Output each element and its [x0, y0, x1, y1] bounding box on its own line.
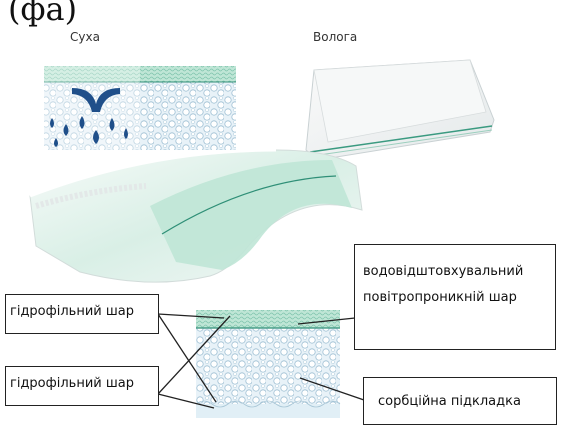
- dry-cross-section-image: [44, 66, 236, 150]
- wet-label: Волога: [313, 30, 357, 44]
- waterproof-line1-text: водовідштовхувальний: [363, 259, 549, 285]
- absorbent-pad-text: сорбційна підкладка: [378, 394, 550, 409]
- waterproof-line2-text: повітропроникній шар: [363, 285, 549, 311]
- hydrophilic-bottom-text: гідрофільний шар: [10, 376, 154, 391]
- bottom-cross-section-image: [196, 310, 340, 418]
- hydrophilic-bottom-callout: гідрофільний шар: [5, 366, 159, 406]
- curved-pad-image: [30, 150, 362, 282]
- top-title-fragment: (фа): [8, 0, 77, 28]
- absorbent-pad-callout: сорбційна підкладка: [363, 377, 557, 425]
- dry-label: Суха: [70, 30, 100, 44]
- waterproof-layer-callout: водовідштовхувальний повітропроникній ша…: [354, 244, 556, 350]
- hydrophilic-top-text: гідрофільний шар: [10, 304, 154, 319]
- wet-pad-image: [306, 60, 494, 160]
- hydrophilic-top-callout: гідрофільний шар: [5, 294, 159, 334]
